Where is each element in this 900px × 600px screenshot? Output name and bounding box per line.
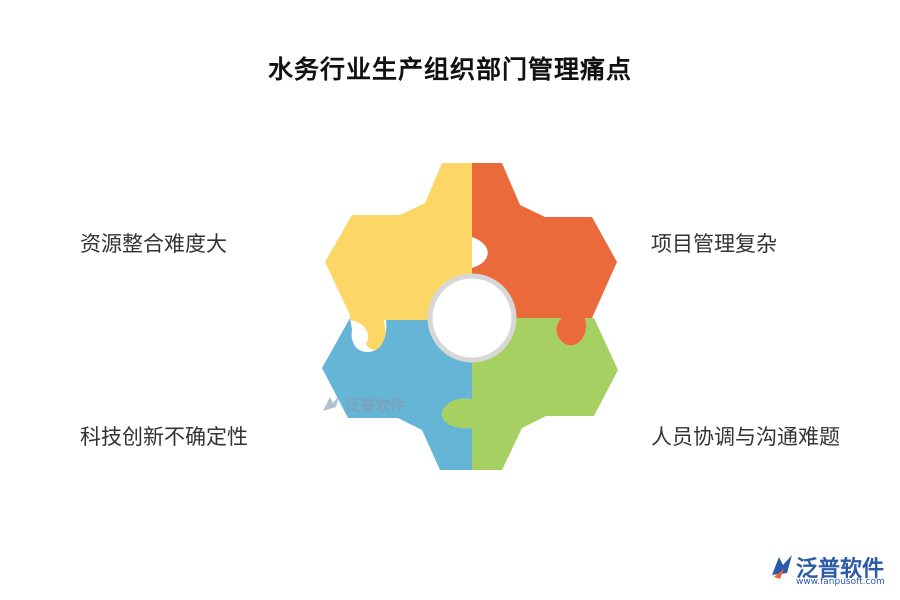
gear-segment-3 — [322, 318, 472, 470]
pain-point-label-4: 人员协调与沟通难题 — [651, 425, 840, 449]
logo-name: 泛普软件 — [796, 557, 885, 582]
gear-hub — [427, 273, 517, 363]
watermark-text: 泛普软件 — [345, 396, 406, 415]
pain-point-label-1: 资源整合难度大 — [80, 232, 227, 256]
gear-segment-1 — [325, 163, 486, 350]
pain-point-label-2: 项目管理复杂 — [651, 232, 777, 256]
logo-url: www.fanpusoft.com — [796, 577, 885, 587]
page-title: 水务行业生产组织部门管理痛点 — [267, 55, 632, 84]
pain-point-label-3: 科技创新不确定性 — [80, 425, 248, 449]
logo-icon — [770, 553, 794, 585]
watermark-icon — [320, 393, 342, 419]
watermark: 泛普软件 — [320, 393, 405, 419]
